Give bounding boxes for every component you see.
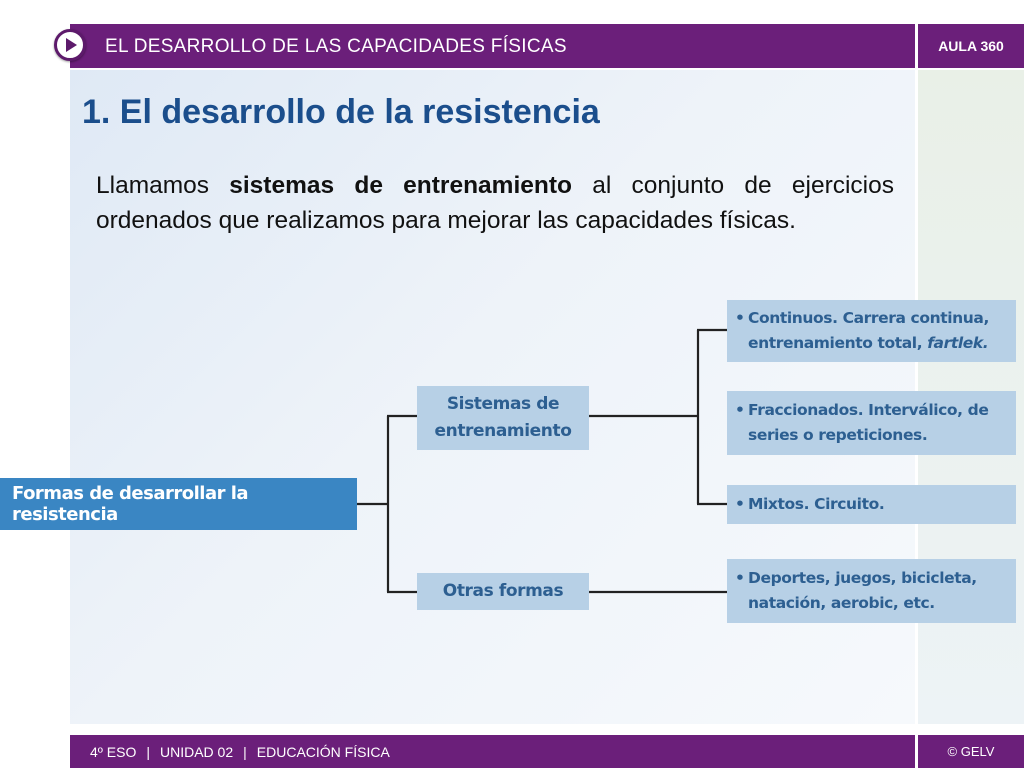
footer-separator: | xyxy=(146,743,150,760)
leaf-fraccionados-text: Fraccionados. Interválico, de series o r… xyxy=(748,401,989,444)
page-title: 1. El desarrollo de la resistencia xyxy=(82,93,600,131)
leaf-mixtos-box: • Mixtos. Circuito. xyxy=(727,485,1016,524)
leaf-continuos-box: • Continuos. Carrera continua, entrenami… xyxy=(727,300,1016,362)
leaf-continuos-text: Continuos. Carrera continua, entrenamien… xyxy=(748,306,1016,356)
root-box: Formas de desarrollar la resistencia xyxy=(0,478,357,530)
aula-badge: AULA 360 xyxy=(918,24,1024,68)
footer-bar: 4º ESO | UNIDAD 02 | EDUCACIÓN FÍSICA xyxy=(70,735,915,768)
bullet-icon: • xyxy=(735,569,745,587)
footer-separator: | xyxy=(243,743,247,760)
leaf-deportes-text: Deportes, juegos, bicicleta, natación, a… xyxy=(748,569,977,612)
play-icon[interactable] xyxy=(54,29,86,61)
header-title: EL DESARROLLO DE LAS CAPACIDADES FÍSICAS xyxy=(105,36,567,57)
branch-sistemas-box: Sistemas de entrenamiento xyxy=(417,386,589,450)
footer-unit: UNIDAD 02 xyxy=(160,743,234,760)
leaf-continuos-label: Continuos. Carrera continua, entrenamien… xyxy=(748,309,989,352)
leaf-continuos-italic: fartlek. xyxy=(927,334,989,352)
bullet-icon: • xyxy=(735,309,745,327)
header-bar xyxy=(70,24,915,68)
copyright-label: © GELV xyxy=(918,735,1024,768)
intro-text-bold: sistemas de entrenamiento xyxy=(229,172,572,199)
branch-otras-box: Otras formas xyxy=(417,573,589,610)
leaf-fraccionados-box: • Fraccionados. Interválico, de series o… xyxy=(727,391,1016,455)
footer-course: 4º ESO xyxy=(90,743,137,760)
leaf-deportes-box: • Deportes, juegos, bicicleta, natación,… xyxy=(727,559,1016,623)
intro-text-start: Llamamos xyxy=(96,172,230,199)
leaf-mixtos-text: Mixtos. Circuito. xyxy=(748,495,885,513)
bullet-icon: • xyxy=(735,495,745,513)
footer-subject: EDUCACIÓN FÍSICA xyxy=(256,743,390,760)
intro-text-end: al conjunto de ejercicios ordenados que … xyxy=(96,172,894,234)
intro-paragraph: Llamamos sistemas de entrenamiento al co… xyxy=(96,168,894,238)
bullet-icon: • xyxy=(735,401,745,419)
